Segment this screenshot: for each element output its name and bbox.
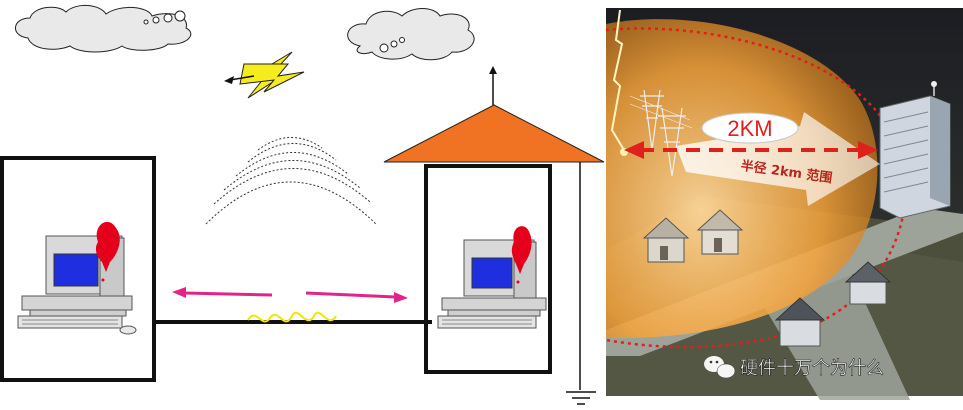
office-building-icon (879, 81, 951, 219)
watermark-text: 硬件十万个为什么 (740, 358, 884, 379)
ground-symbol-icon (566, 162, 596, 405)
right-enclosure (424, 164, 552, 374)
radius-boundary (605, 27, 907, 349)
cloud-left-icon (15, 5, 192, 53)
house-icon (642, 217, 690, 263)
computer-left-icon (17, 221, 137, 335)
lightning-strike-icon (610, 9, 625, 151)
interference-squiggle (247, 311, 337, 323)
distance-arrow (624, 141, 878, 159)
lightning-bolt-icon (224, 51, 305, 99)
cloud-right-icon (347, 8, 475, 61)
computer-right-icon (437, 226, 547, 329)
left-enclosure (0, 156, 156, 382)
power-pylon-icon (629, 89, 693, 177)
house-icon (696, 209, 744, 255)
antenna-arrow-icon (489, 66, 497, 105)
house-icon (844, 261, 892, 305)
house-roof (383, 104, 605, 163)
watermark: 硬件十万个为什么 (704, 356, 884, 379)
wechat-icon (704, 356, 736, 379)
radius-arrow (676, 112, 880, 206)
distance-label: 2KM (727, 116, 772, 141)
radio-waves-icon (205, 137, 377, 225)
left-panel (0, 5, 605, 405)
signal-arrows (172, 287, 408, 303)
right-panel: 2KM 半径 2km 范围 硬件十万个为什么 (605, 8, 963, 400)
distance-label-bubble (701, 112, 799, 144)
house-icon (774, 297, 826, 347)
